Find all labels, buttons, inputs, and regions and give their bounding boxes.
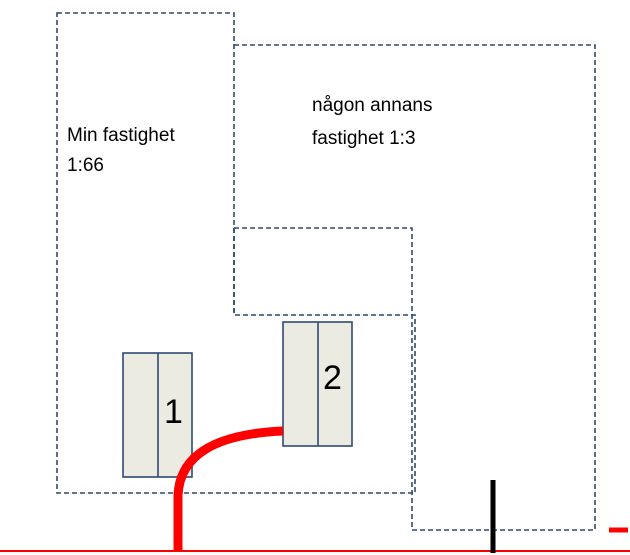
building-2: 2 xyxy=(282,321,353,447)
own-property-label-line1: Min fastighet xyxy=(67,125,175,146)
building-2-number: 2 xyxy=(323,359,342,397)
neighbor-property-label-line2: fastighet 1:3 xyxy=(312,128,416,149)
neighbor-property-boundary xyxy=(234,44,596,531)
building-1: 1 xyxy=(122,352,193,478)
building-1-number: 1 xyxy=(164,393,183,431)
own-property-boundary xyxy=(56,12,416,494)
own-property-label-line2: 1:66 xyxy=(67,155,104,176)
connection-line xyxy=(173,426,284,552)
neighbor-property-label-line1: någon annans xyxy=(312,95,432,116)
